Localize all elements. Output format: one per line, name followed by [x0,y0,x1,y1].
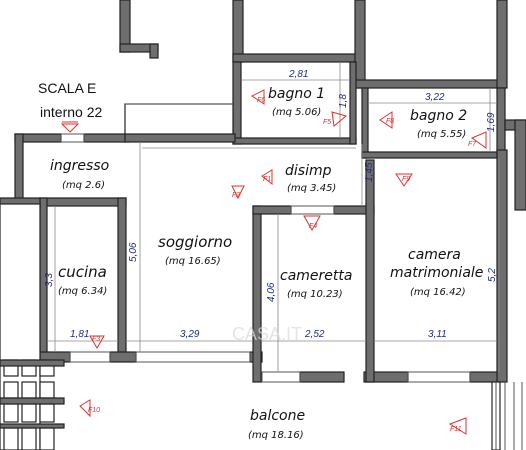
room-name-balcone: balcone [250,408,305,424]
dim-bottom-1: 1,81 [70,329,89,340]
room-area-balcone: (mq 18.16) [248,430,304,441]
windows [60,103,471,383]
svg-text:F9: F9 [402,176,410,183]
stair-label: SCALA E [38,80,96,96]
room-area-ingresso: (mq 2.6) [62,180,105,191]
room-area-cucina: (mq 6.34) [58,286,107,297]
svg-text:F7: F7 [468,141,477,148]
svg-text:F11: F11 [450,426,462,433]
watermark: CASA.IT [232,324,302,344]
photo-point-f1: F1 [261,169,273,186]
svg-text:F3: F3 [92,336,100,343]
room-name-disimp: disimp [285,163,332,179]
dim-soggiorno-height: 5,06 [128,242,139,262]
room-area-soggiorno: (mq 16.65) [165,256,221,267]
svg-text:F2: F2 [232,192,240,199]
dim-disimp-height: 1,45 [364,162,375,182]
dim-camera-height: 5,2 [487,268,498,282]
room-name-ingresso: ingresso [50,158,109,174]
dim-cameretta-height: 4,06 [266,282,277,302]
photo-point-f2: F2 [231,185,245,200]
svg-text:F6: F6 [257,97,265,104]
dim-bottom-4: 3,11 [428,329,447,340]
room-name-soggiorno: soggiorno [158,233,232,251]
dim-bagno2-width: 3,22 [425,92,445,103]
unit-label: interno 22 [40,104,102,120]
photo-point-f11: F11 [448,417,467,435]
room-area-disimp: (mq 3.45) [287,183,336,194]
dim-bagno1-height: 1,8 [338,94,349,108]
storage-grid [0,203,65,450]
svg-text:F8: F8 [386,118,394,125]
dim-cucina-height: 3,3 [44,273,55,287]
dim-bottom-2: 3,29 [180,329,200,340]
entrance-arrow-icon [60,121,80,133]
room-area-bagno1: (mq 5.06) [272,107,321,118]
photo-point-f10: F10 [79,399,100,418]
room-name-camera: camera [408,247,461,263]
dimension-lines [47,62,500,372]
dim-bottom-3: 2,52 [304,329,325,340]
room-area-cameretta: (mq 10.23) [287,289,343,300]
room-area-bagno2: (mq 5.55) [417,129,466,140]
photo-point-f3: F3 [89,335,105,349]
photo-point-f8: F8 [379,111,394,129]
dim-bagno2-height: 1,69 [486,112,497,132]
photo-point-f6: F6 [251,89,265,105]
photo-point-f4: F4 [303,215,321,232]
room-area-camera: (mq 16.42) [410,287,466,298]
room-name-cameretta: cameretta [280,268,352,284]
photo-point-f7: F7 [468,131,487,149]
room-name-bagno1: bagno 1 [268,86,325,102]
dim-bagno1-width: 2,81 [288,69,308,80]
room-name-bagno2: bagno 2 [410,108,467,124]
photo-point-f5: F5 [323,111,348,127]
svg-text:F1: F1 [263,176,271,183]
svg-text:F10: F10 [88,407,100,414]
room-name-cucina: cucina [58,263,107,281]
svg-text:F4: F4 [309,223,317,230]
svg-text:F5: F5 [323,119,331,126]
room-name-matrimoniale: matrimoniale [390,265,483,281]
photo-point-f9: F9 [395,173,413,187]
